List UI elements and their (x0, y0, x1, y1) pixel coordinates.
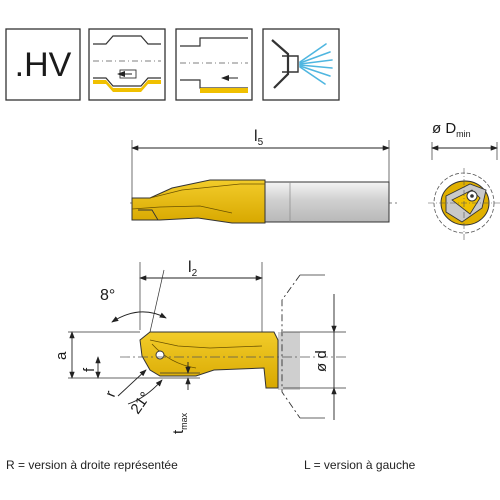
tmax-label: tmax (170, 412, 189, 434)
caption-right-version: R = version à droite représentée (6, 458, 178, 472)
angle-8-label: 8° (100, 287, 115, 304)
hv-code-box: .HV (5, 28, 81, 101)
tool-side-view: l5 (130, 128, 400, 224)
through-bore-icon (175, 28, 253, 101)
coolant-spray-icon (262, 28, 340, 101)
caption-left-version: L = version à gauche (304, 458, 416, 472)
r-label: r (102, 388, 120, 399)
l2-label: l2 (188, 259, 198, 279)
l5-label: l5 (254, 128, 264, 148)
tool-end-view: ø Dmin (428, 120, 500, 240)
hv-code-label: .HV (15, 46, 72, 84)
profile-bore-icon (88, 28, 166, 101)
tool-detail-view: ø d l2 8° a f r 21° tmax (53, 259, 346, 434)
d-label: ø d (313, 350, 330, 372)
a-label: a (53, 351, 70, 360)
dmin-label: ø Dmin (432, 120, 471, 139)
angle-21-label: 21° (127, 389, 154, 417)
f-label: f (81, 367, 98, 372)
